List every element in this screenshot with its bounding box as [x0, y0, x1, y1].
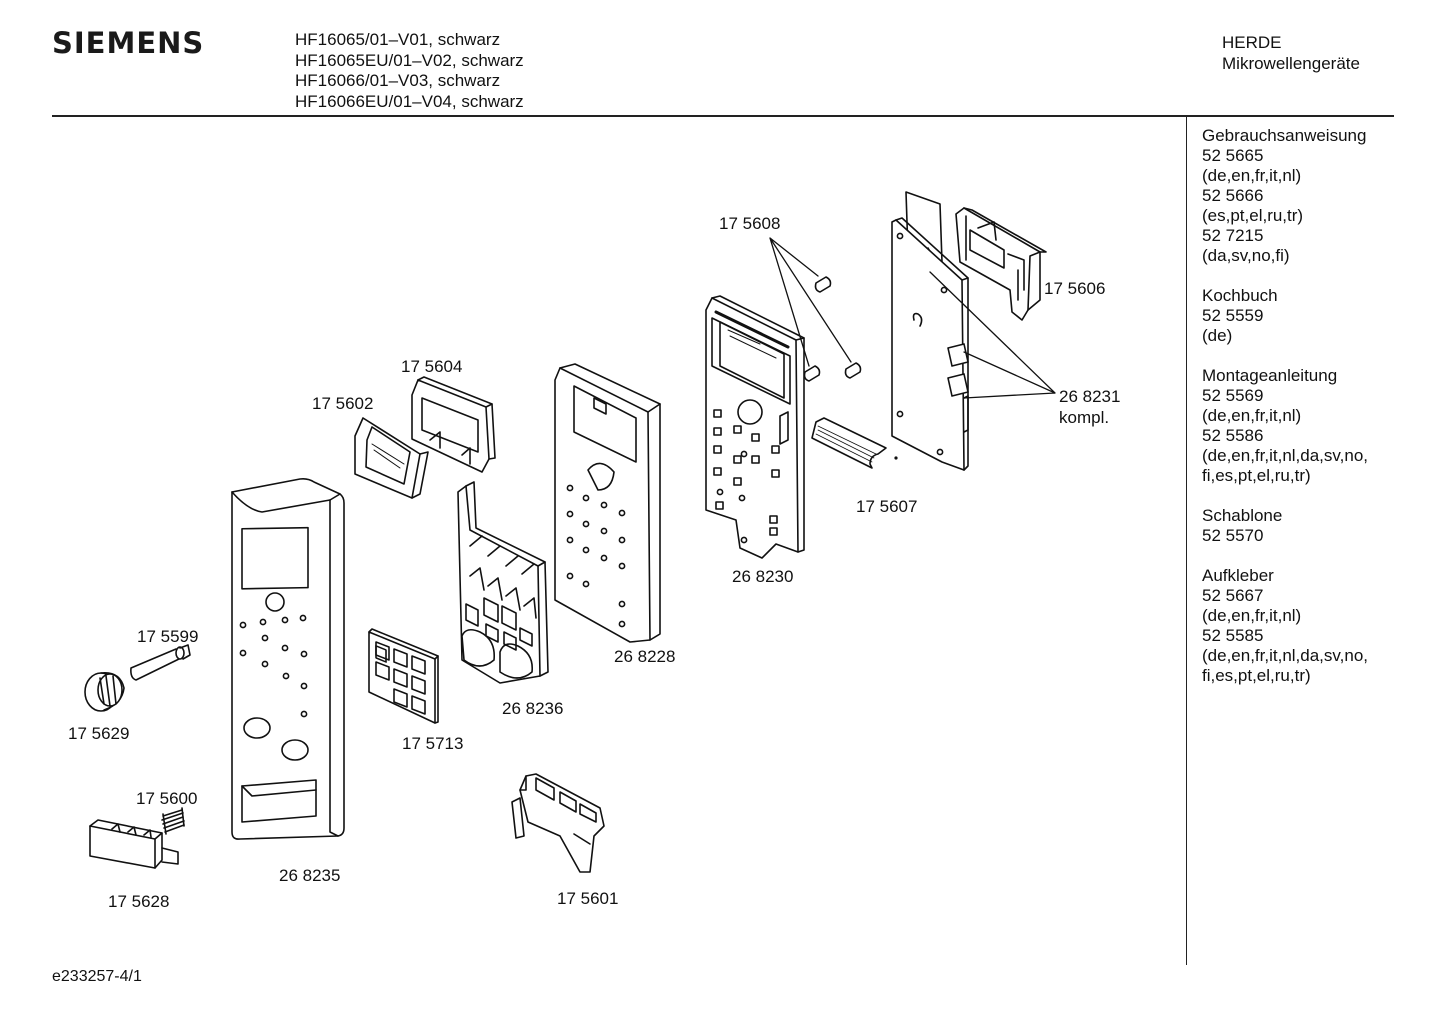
display-bracket-175604-drawing [411, 376, 496, 473]
part-number-175628: 17 5628 [108, 892, 169, 911]
doc-line: 52 5569 [1202, 386, 1264, 405]
doc-line: (de,en,fr,it,nl,da,sv,no, [1202, 446, 1368, 465]
spring-175600-drawing [161, 807, 185, 835]
doc-group-sticker: Aufkleber 52 5667 (de,en,fr,it,nl) 52 55… [1202, 566, 1368, 686]
drawing-id: e233257-4/1 [52, 968, 142, 985]
documentation-sidebar: Gebrauchsanweisung 52 5665 (de,en,fr,it,… [1202, 126, 1368, 706]
category: HERDE Mikrowellengeräte [1222, 33, 1360, 74]
doc-line: 52 7215 [1202, 226, 1264, 245]
doc-group-manual: Gebrauchsanweisung 52 5665 (de,en,fr,it,… [1202, 126, 1368, 266]
clip-175601-drawing [511, 773, 605, 873]
doc-group-installation: Montageanleitung 52 5569 (de,en,fr,it,nl… [1202, 366, 1368, 486]
front-panel-drawing [231, 478, 345, 840]
doc-line: Gebrauchsanweisung [1202, 126, 1367, 145]
part-number-175599: 17 5599 [137, 627, 198, 646]
doc-line: Kochbuch [1202, 286, 1278, 305]
model-list: HF16065/01–V01, schwarz HF16065EU/01–V02… [295, 30, 524, 112]
model-line: HF16066EU/01–V04, schwarz [295, 91, 524, 111]
part-number-175602: 17 5602 [312, 394, 373, 413]
doc-line: 52 5665 [1202, 146, 1264, 165]
category-line: Mikrowellengeräte [1222, 53, 1360, 73]
doc-line: fi,es,pt,el,ru,tr) [1202, 466, 1311, 485]
part-number-175601: 17 5601 [557, 889, 618, 908]
switch-bracket-175606-drawing [955, 207, 1047, 321]
doc-line: (es,pt,el,ru,tr) [1202, 206, 1304, 225]
doc-line: (de) [1202, 326, 1233, 345]
doc-line: (de,en,fr,it,nl,da,sv,no, [1202, 646, 1368, 665]
keypad-mat-175713-drawing [368, 628, 439, 724]
button-carrier-268236-drawing [457, 481, 549, 684]
part-number-268231-note: kompl. [1059, 408, 1109, 427]
part-number-175606: 17 5606 [1044, 279, 1105, 298]
doc-line: 52 5667 [1202, 586, 1264, 605]
doc-line: 52 5559 [1202, 306, 1264, 325]
brand-logo: SIEMENS [52, 26, 205, 60]
control-board-268230-drawing [705, 295, 805, 559]
part-number-268230: 26 8230 [732, 567, 793, 586]
category-line: HERDE [1222, 33, 1282, 52]
doc-line: 52 5666 [1202, 186, 1264, 205]
model-line: HF16065/01–V01, schwarz [295, 30, 501, 49]
ribbon-cable-175607-drawing [811, 417, 898, 469]
part-number-268228: 26 8228 [614, 647, 675, 666]
push-button-175628-drawing [89, 819, 179, 869]
part-number-175608: 17 5608 [719, 214, 780, 233]
doc-line: (da,sv,no,fi) [1202, 246, 1290, 265]
doc-line: 52 5586 [1202, 426, 1264, 445]
part-number-175600: 17 5600 [136, 789, 197, 808]
knob-175629-drawing [84, 671, 125, 712]
doc-group-template: Schablone 52 5570 [1202, 506, 1368, 546]
model-line: HF16066/01–V03, schwarz [295, 71, 501, 90]
display-window-175602-drawing [354, 417, 429, 499]
sidebar-divider [1186, 117, 1187, 965]
doc-line: Aufkleber [1202, 566, 1274, 585]
part-number-175713: 17 5713 [402, 734, 463, 753]
doc-line: Schablone [1202, 506, 1283, 525]
exploded-parts-diagram: 17 5608 17 5606 17 5604 17 5602 26 8231 … [68, 191, 1120, 911]
doc-line: fi,es,pt,el,ru,tr) [1202, 666, 1311, 685]
part-number-268235: 26 8235 [279, 866, 340, 885]
studs-175608-drawing [769, 237, 862, 382]
doc-line: Montageanleitung [1202, 366, 1338, 385]
doc-line: (de,en,fr,it,nl) [1202, 166, 1302, 185]
doc-line: (de,en,fr,it,nl) [1202, 406, 1302, 425]
doc-line: (de,en,fr,it,nl) [1202, 606, 1302, 625]
doc-line: 52 5585 [1202, 626, 1264, 645]
leader-lines-268231 [929, 271, 1056, 399]
power-board-268231-drawing [891, 191, 969, 471]
part-number-175607: 17 5607 [856, 497, 917, 516]
doc-group-cookbook: Kochbuch 52 5559 (de) [1202, 286, 1368, 346]
header-divider [52, 115, 1394, 117]
model-line: HF16065EU/01–V02, schwarz [295, 50, 524, 70]
part-number-175604: 17 5604 [401, 357, 462, 376]
part-number-268236: 26 8236 [502, 699, 563, 718]
doc-line: 52 5570 [1202, 526, 1264, 545]
shaft-175599-drawing [130, 644, 191, 681]
part-number-175629: 17 5629 [68, 724, 129, 743]
panel-frame-268228-drawing [554, 363, 661, 643]
part-number-268231: 26 8231 [1059, 387, 1120, 406]
